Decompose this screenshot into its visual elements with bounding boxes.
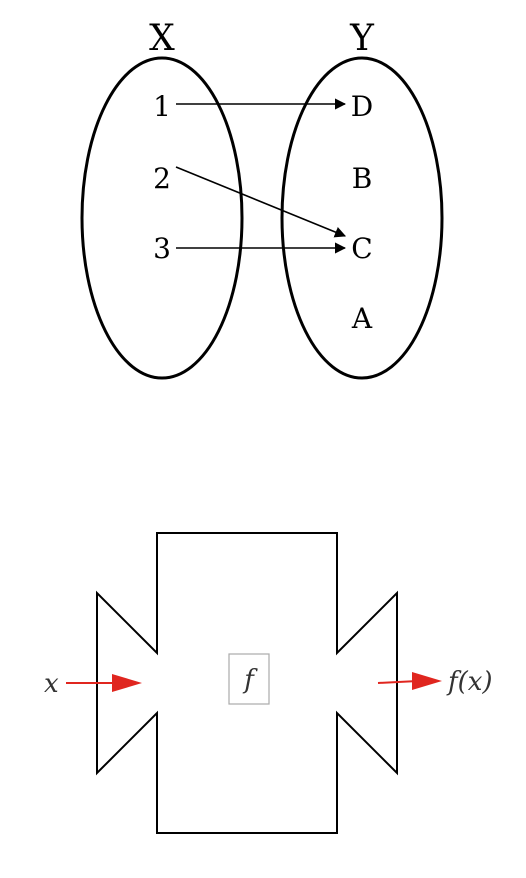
output-label: f(x) [446,667,493,697]
codomain-label: Y [349,18,375,59]
codomain-element-c: C [351,232,372,265]
function-label: f [242,665,258,695]
output-arrow-head [412,672,442,690]
codomain-element-d: D [351,90,373,123]
domain-element-1: 1 [153,90,171,123]
function-machine: f x f(x) [44,532,493,834]
output-arrow-shaft [377,680,419,684]
domain-element-3: 3 [153,232,171,265]
input-label: x [44,669,59,699]
codomain-element-a: A [351,302,373,335]
codomain-element-b: B [352,162,373,195]
input-arrow-head [112,674,142,692]
function-box [228,653,270,705]
domain-ellipse [80,56,244,380]
domain-element-2: 2 [153,162,171,195]
arrow-2-to-c [175,166,347,238]
mapping-diagram: X Y 1 2 3 D B C A [80,18,444,380]
machine-outline [96,532,398,834]
codomain-ellipse [280,56,444,380]
domain-label: X [149,18,175,59]
